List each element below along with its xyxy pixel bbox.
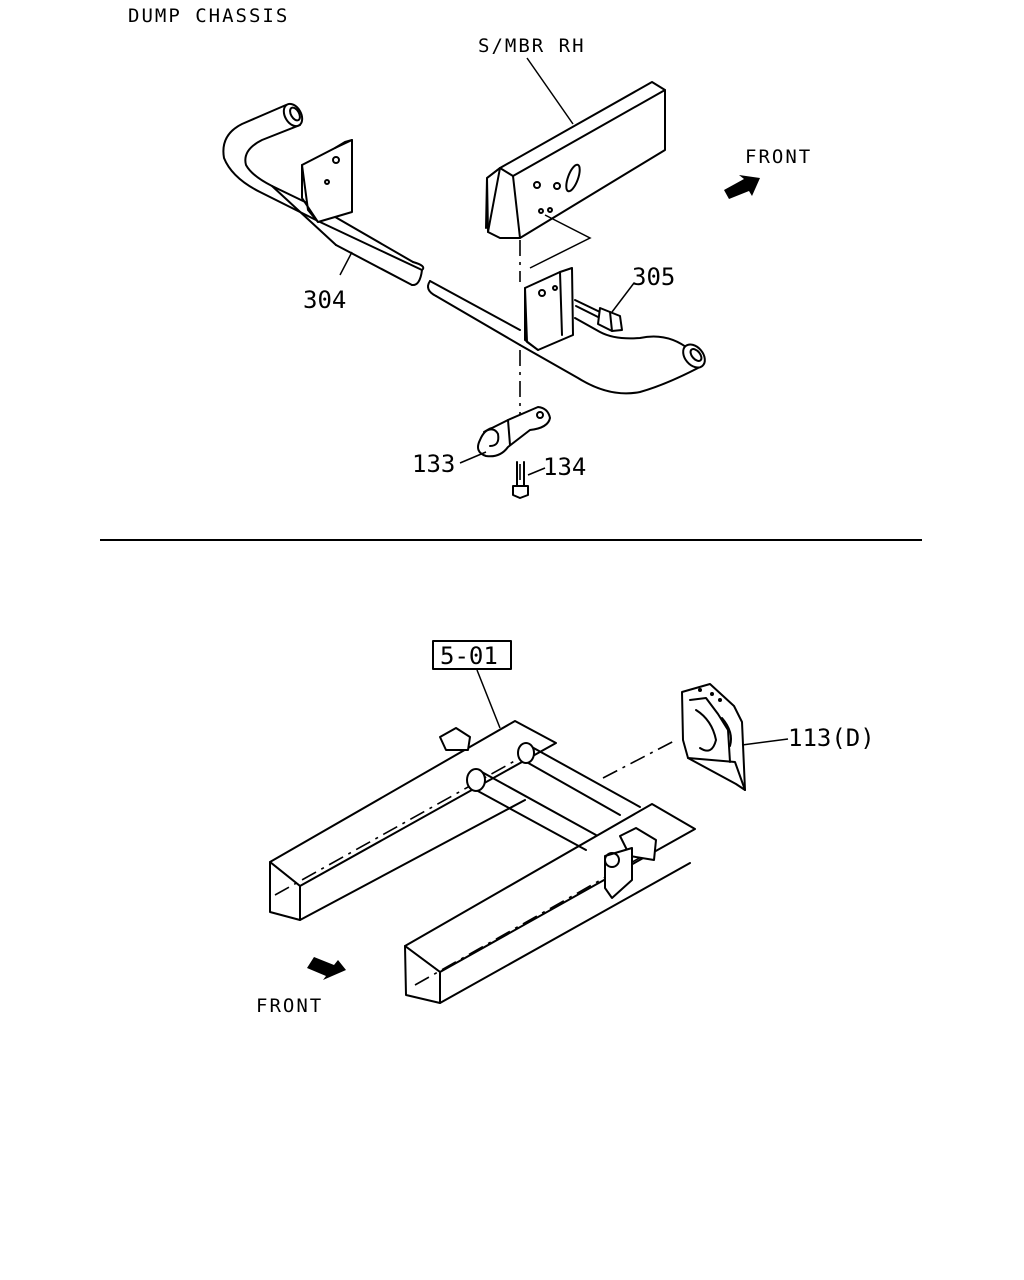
cross-member-lower [466,768,597,851]
bracket-113d [681,683,746,791]
front-label-bottom: FRONT [256,995,323,1017]
rail-bracket-left [439,727,471,751]
callout-133: 133 [412,450,455,478]
cross-member-upper [517,742,641,816]
ref-box-label: 5-01 [440,642,498,670]
bolt-305 [574,299,623,332]
top-assembly: S/MBR RH FRONT [222,35,812,499]
stabilizer-bar [222,102,706,395]
bracket-right [524,267,574,351]
member-label: S/MBR RH [478,35,586,57]
leader-113d [741,738,789,746]
callout-304: 304 [303,286,346,314]
leader-134 [527,467,546,476]
align-line-bracket [602,739,677,779]
bottom-assembly: 5-01 [256,640,875,1017]
frame-rail-right [404,803,696,1004]
leader-ref [476,669,501,729]
clamp-133 [477,406,551,458]
leader-133 [459,451,487,464]
rail-bracket-right [604,827,657,899]
leader-305 [611,282,635,313]
bolt-134 [512,461,529,499]
leader-304 [339,251,353,276]
front-label-top: FRONT [745,146,812,168]
front-arrow-icon-bottom [307,957,346,980]
frame-rail-left [269,720,557,921]
callout-305: 305 [632,263,675,291]
front-arrow-icon [724,175,760,199]
leader-member [526,57,574,125]
callout-113d: 113(D) [788,724,875,752]
callout-134: 134 [543,453,586,481]
side-member-rh [485,81,666,269]
ref-box [432,640,512,670]
diagram-title: DUMP CHASSIS [128,5,289,27]
bracket-left [301,139,353,223]
